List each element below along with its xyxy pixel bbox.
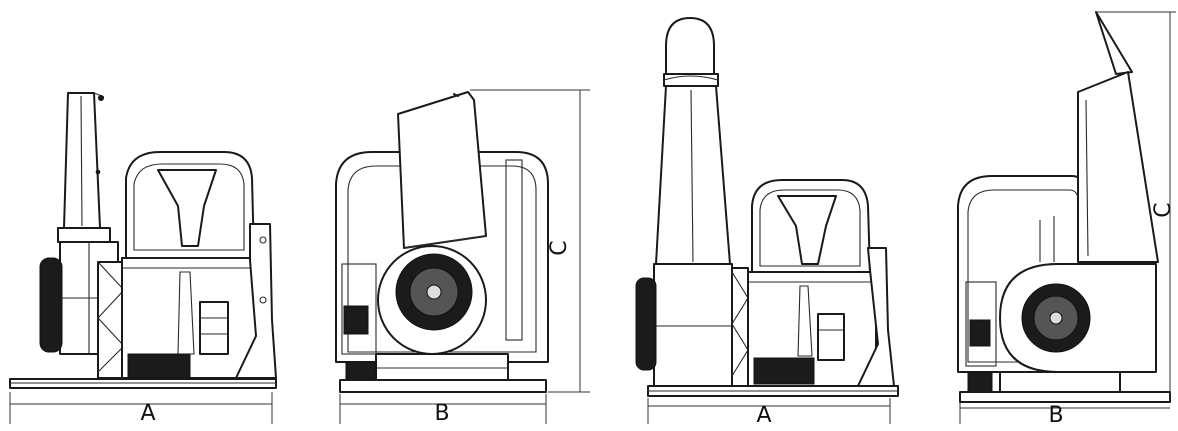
view1-side-short-chimney: A — [9, 92, 277, 426]
dimension-b-label: B — [434, 401, 449, 426]
dimension-c-label-2: C — [1151, 202, 1176, 217]
view4-rear-tall-outlet: B C — [957, 11, 1176, 428]
dimension-c-label: C — [547, 240, 572, 255]
view2-rear: B C — [335, 89, 590, 426]
dimension-a-label: A — [140, 401, 155, 426]
view3-side-tall-chimney: A — [635, 17, 899, 428]
dimension-b-label-2: B — [1048, 403, 1063, 426]
dimension-a-label-2: A — [756, 403, 771, 426]
